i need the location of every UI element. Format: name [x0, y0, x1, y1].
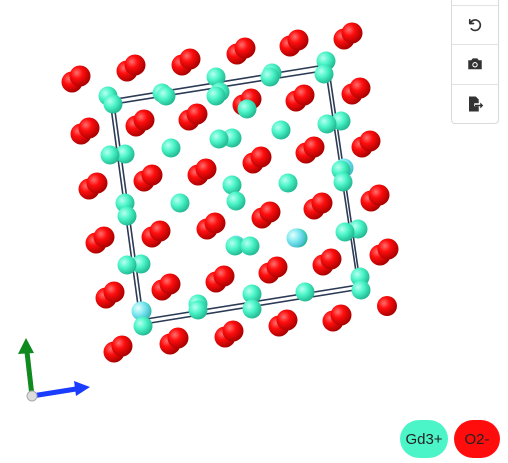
oxygen-atom	[259, 201, 281, 223]
screenshot-button[interactable]	[452, 44, 498, 83]
oxygen-atom	[349, 77, 371, 99]
oxygen-atom	[266, 256, 288, 278]
oxygen-atom	[149, 220, 171, 242]
oxygen-atom	[93, 226, 115, 248]
oxygen-atom	[359, 130, 381, 152]
camera-icon	[468, 58, 482, 70]
gadolinium-atom	[209, 129, 229, 149]
gadolinium-atom	[225, 236, 245, 256]
gadolinium-atom	[260, 67, 280, 87]
legend-item-o[interactable]: O2-	[454, 420, 500, 458]
gadolinium-atom	[188, 300, 208, 320]
gadolinium-atom	[286, 228, 306, 248]
gadolinium-atom	[271, 120, 291, 140]
gadolinium-atom	[117, 255, 137, 275]
oxygen-atom	[330, 304, 352, 326]
gadolinium-atom	[156, 86, 176, 106]
z-axis-origin	[26, 390, 38, 402]
oxygen-atom	[124, 54, 146, 76]
gadolinium-atom	[100, 145, 120, 165]
atoms-layer	[61, 22, 399, 363]
oxygen-atom	[186, 103, 208, 125]
oxygen-atom	[250, 146, 272, 168]
oxygen-atom	[133, 109, 155, 131]
oxygen-atom	[159, 273, 181, 295]
gadolinium-atom	[222, 175, 242, 195]
gadolinium-atom	[117, 206, 137, 226]
viewer-toolbar	[451, 0, 499, 124]
gadolinium-atom	[131, 301, 151, 321]
gadolinium-atom	[335, 222, 355, 242]
gadolinium-atom	[161, 138, 181, 158]
undo-icon	[468, 19, 482, 32]
gadolinium-atom	[278, 173, 298, 193]
oxygen-atom	[234, 37, 256, 59]
oxygen-atom	[213, 265, 235, 287]
gadolinium-atom	[115, 144, 135, 164]
legend-item-gd[interactable]: Gd3+	[400, 420, 448, 458]
gadolinium-atom	[206, 67, 226, 87]
oxygen-atom	[293, 84, 315, 106]
gadolinium-atom	[226, 191, 246, 211]
gadolinium-atom	[206, 86, 226, 106]
oxygen-atom	[111, 335, 133, 357]
reset-view-button[interactable]	[452, 5, 498, 44]
gadolinium-atom	[240, 236, 260, 256]
oxygen-atom	[311, 192, 333, 214]
x-axis-arrow	[31, 386, 77, 399]
oxygen-atom	[377, 238, 399, 260]
file-export-icon	[469, 96, 484, 112]
gadolinium-atom	[314, 64, 334, 84]
gadolinium-atom	[333, 172, 353, 192]
oxygen-atom	[69, 65, 91, 87]
x-axis-arrowhead	[74, 381, 90, 396]
oxygen-atom	[103, 281, 125, 303]
gadolinium-atom	[317, 114, 337, 134]
oxygen-atom	[303, 136, 325, 158]
oxygen-atom	[368, 184, 390, 206]
gadolinium-atom	[242, 299, 262, 319]
oxygen-atom	[195, 158, 217, 180]
gadolinium-atom	[295, 282, 315, 302]
oxygen-atom	[179, 48, 201, 70]
export-button[interactable]	[452, 83, 498, 123]
element-legend: Gd3+ O2-	[400, 420, 500, 458]
oxygen-atom	[276, 309, 298, 331]
oxygen-atom	[341, 22, 363, 44]
gadolinium-atom	[131, 254, 151, 274]
oxygen-atom	[167, 327, 189, 349]
oxygen-atom	[320, 248, 342, 270]
oxygen-atom	[204, 212, 226, 234]
gadolinium-atom	[133, 316, 153, 336]
gadolinium-atom	[351, 280, 371, 300]
gadolinium-atom	[170, 193, 190, 213]
gadolinium-atom	[242, 284, 262, 304]
gadolinium-atom	[103, 94, 123, 114]
oxygen-atom	[78, 117, 100, 139]
oxygen-atom	[287, 29, 309, 51]
oxygen-atom	[377, 296, 397, 316]
oxygen-atom	[222, 320, 244, 342]
y-axis-arrow	[24, 351, 35, 397]
y-axis-arrowhead	[18, 338, 34, 354]
axes-indicator	[18, 338, 90, 402]
gadolinium-atom	[237, 99, 257, 119]
oxygen-atom	[141, 164, 163, 186]
oxygen-atom	[86, 172, 108, 194]
